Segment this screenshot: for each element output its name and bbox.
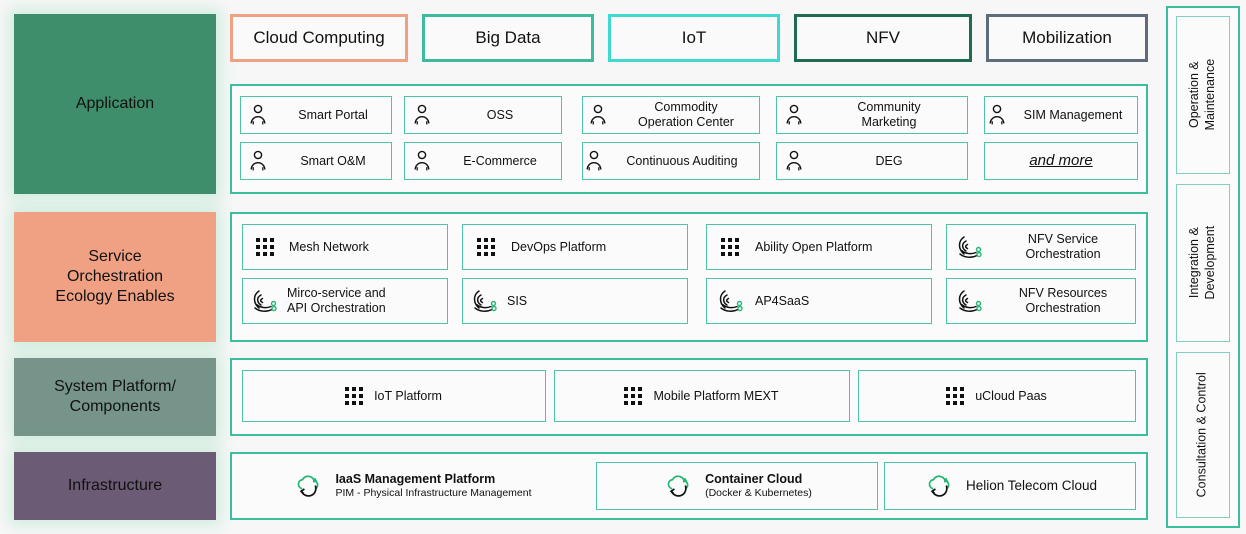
app-item-smart-portal[interactable]: Smart Portal (240, 96, 392, 134)
orchestration-icon (707, 288, 753, 314)
category-chip-label: NFV (866, 28, 900, 47)
infra-item-helion-telecom-cloud[interactable]: Helion Telecom Cloud (884, 462, 1136, 510)
service-items-panel: Mesh Network DevOps Platform (230, 212, 1148, 342)
sidebar-item-integration-development[interactable]: Integration & Development (1176, 184, 1230, 342)
category-chip-label: Cloud Computing (253, 28, 385, 47)
dot-grid-icon (945, 386, 965, 406)
person-icon (985, 104, 1009, 126)
layer-block-application: Application (14, 14, 216, 194)
layer-block-system-platform: System Platform/ Components (14, 358, 216, 436)
service-item-label: NFV Resources Orchestration (1018, 286, 1108, 315)
infra-item-label: IaaS Management Platform PIM - Physical … (335, 472, 532, 500)
app-item-label: Continuous Auditing (626, 153, 738, 168)
app-item-sim-management[interactable]: SIM Management (984, 96, 1138, 134)
dot-grid-icon (623, 386, 643, 406)
layer-label-system-platform: System Platform/ Components (54, 378, 176, 415)
category-chip-nfv[interactable]: NFV (794, 14, 972, 62)
person-icon (777, 150, 811, 172)
person-icon (405, 104, 439, 126)
app-item-community-marketing[interactable]: Community Marketing (776, 96, 968, 134)
app-item-e-commerce[interactable]: E-Commerce (404, 142, 562, 180)
app-item-label: and more (1029, 152, 1093, 169)
system-item-label: IoT Platform (374, 388, 442, 403)
app-item-smart-om[interactable]: Smart O&M (240, 142, 392, 180)
orchestration-icon (947, 288, 991, 314)
app-item-deg[interactable]: DEG (776, 142, 968, 180)
system-items-panel: IoT Platform Mobile Platform MEXT (230, 358, 1148, 436)
service-item-ability-open-platform[interactable]: Ability Open Platform (706, 224, 932, 270)
service-item-nfv-resources-orchestration[interactable]: NFV Resources Orchestration (946, 278, 1136, 324)
cloud-sync-icon (921, 473, 957, 499)
service-item-sis[interactable]: SIS (462, 278, 688, 324)
app-item-label: Smart Portal (298, 107, 368, 122)
cloud-sync-icon (290, 473, 326, 499)
service-item-mesh-network[interactable]: Mesh Network (242, 224, 448, 270)
app-item-label: E-Commerce (463, 153, 537, 168)
category-chip-label: IoT (681, 28, 707, 47)
service-item-label: NFV Service Orchestration (1025, 232, 1101, 261)
infra-item-label: Helion Telecom Cloud (965, 477, 1098, 493)
service-item-label: Mesh Network (289, 239, 369, 254)
sidebar-item-label: Integration & Development (1187, 226, 1217, 300)
orchestration-icon (243, 288, 285, 314)
person-icon (241, 150, 275, 172)
service-item-label: SIS (507, 293, 528, 308)
application-items-panel: Smart Portal OSS (230, 84, 1148, 194)
category-chip-label: Mobilization (1022, 28, 1112, 47)
system-item-ucloud-paas[interactable]: uCloud Paas (858, 370, 1136, 422)
layer-label-service: Service Orchestration Ecology Enables (55, 248, 175, 305)
dot-grid-icon (463, 237, 509, 257)
person-icon (405, 150, 439, 172)
layer-label-application: Application (75, 95, 155, 112)
app-item-continuous-auditing[interactable]: Continuous Auditing (582, 142, 760, 180)
layer-label-infrastructure: Infrastructure (67, 477, 163, 494)
service-item-microservice-api-orchestration[interactable]: Mirco-service and API Orchestration (242, 278, 448, 324)
person-icon (583, 150, 605, 172)
category-chip-big-data[interactable]: Big Data (422, 14, 594, 62)
sidebar-item-operation-maintenance[interactable]: Operation & Maintenance (1176, 16, 1230, 174)
infra-item-container-cloud[interactable]: Container Cloud (Docker & Kubernetes) (596, 462, 878, 510)
orchestration-icon (947, 234, 991, 260)
service-item-label: Ability Open Platform (755, 239, 873, 254)
service-item-label: AP4SaaS (755, 293, 810, 308)
app-item-label: Smart O&M (300, 153, 366, 168)
category-chip-iot[interactable]: IoT (608, 14, 780, 62)
app-item-commodity-operation-center[interactable]: Commodity Operation Center (582, 96, 760, 134)
person-icon (777, 104, 811, 126)
category-chip-label: Big Data (475, 28, 541, 47)
app-item-and-more[interactable]: and more (984, 142, 1138, 180)
category-chip-mobilization[interactable]: Mobilization (986, 14, 1148, 62)
category-chip-cloud-computing[interactable]: Cloud Computing (230, 14, 408, 62)
dot-grid-icon (707, 237, 753, 257)
service-item-ap4saas[interactable]: AP4SaaS (706, 278, 932, 324)
layer-block-service: Service Orchestration Ecology Enables (14, 212, 216, 342)
app-item-label: DEG (875, 153, 903, 168)
dot-grid-icon (243, 237, 287, 257)
sidebar-item-label: Consultation & Control (1195, 372, 1210, 498)
infra-item-label: Container Cloud (Docker & Kubernetes) (705, 472, 812, 500)
service-item-label: DevOps Platform (511, 239, 607, 254)
system-item-mobile-platform-mext[interactable]: Mobile Platform MEXT (554, 370, 850, 422)
app-item-label: SIM Management (1023, 107, 1123, 122)
dot-grid-icon (344, 386, 364, 406)
app-item-oss[interactable]: OSS (404, 96, 562, 134)
orchestration-icon (463, 288, 505, 314)
sidebar-item-consultation-control[interactable]: Consultation & Control (1176, 352, 1230, 518)
system-item-label: uCloud Paas (975, 388, 1047, 403)
service-item-label: Mirco-service and API Orchestration (287, 286, 386, 315)
layer-block-infrastructure: Infrastructure (14, 452, 216, 520)
app-item-label: Commodity Operation Center (638, 100, 734, 129)
person-icon (241, 104, 275, 126)
service-item-nfv-service-orchestration[interactable]: NFV Service Orchestration (946, 224, 1136, 270)
cloud-sync-icon (660, 473, 696, 499)
infrastructure-items-panel: IaaS Management Platform PIM - Physical … (230, 452, 1148, 520)
app-item-label: OSS (486, 107, 514, 122)
infra-item-iaas-management-platform[interactable]: IaaS Management Platform PIM - Physical … (242, 462, 582, 510)
system-item-label: Mobile Platform MEXT (653, 388, 779, 403)
system-item-iot-platform[interactable]: IoT Platform (242, 370, 546, 422)
sidebar-item-label: Operation & Maintenance (1187, 59, 1218, 131)
app-item-label: Community Marketing (857, 100, 921, 129)
person-icon (583, 104, 613, 126)
service-item-devops-platform[interactable]: DevOps Platform (462, 224, 688, 270)
